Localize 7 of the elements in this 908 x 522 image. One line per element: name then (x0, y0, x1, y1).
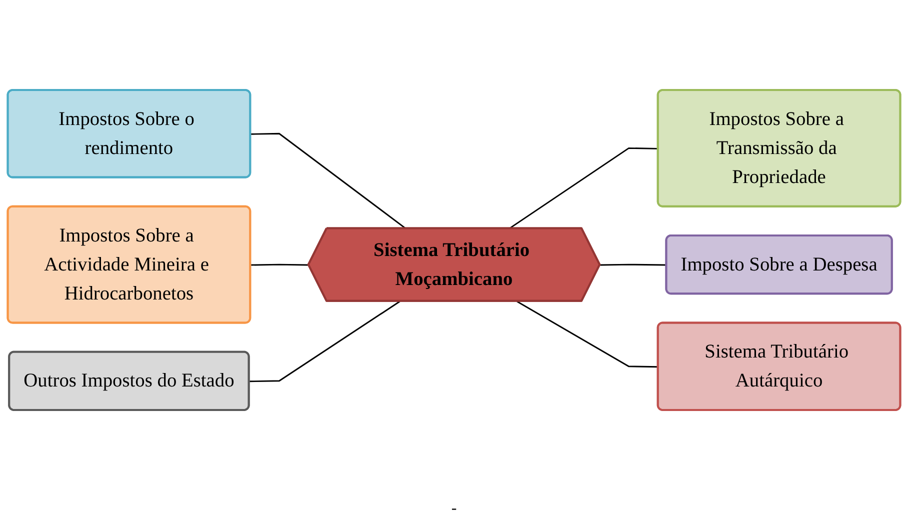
connector (516, 300, 658, 368)
connector (250, 264, 309, 266)
note-text: - (451, 500, 457, 517)
connector (250, 132, 406, 230)
connector (249, 300, 400, 382)
connector (508, 147, 658, 230)
connector (600, 264, 667, 266)
